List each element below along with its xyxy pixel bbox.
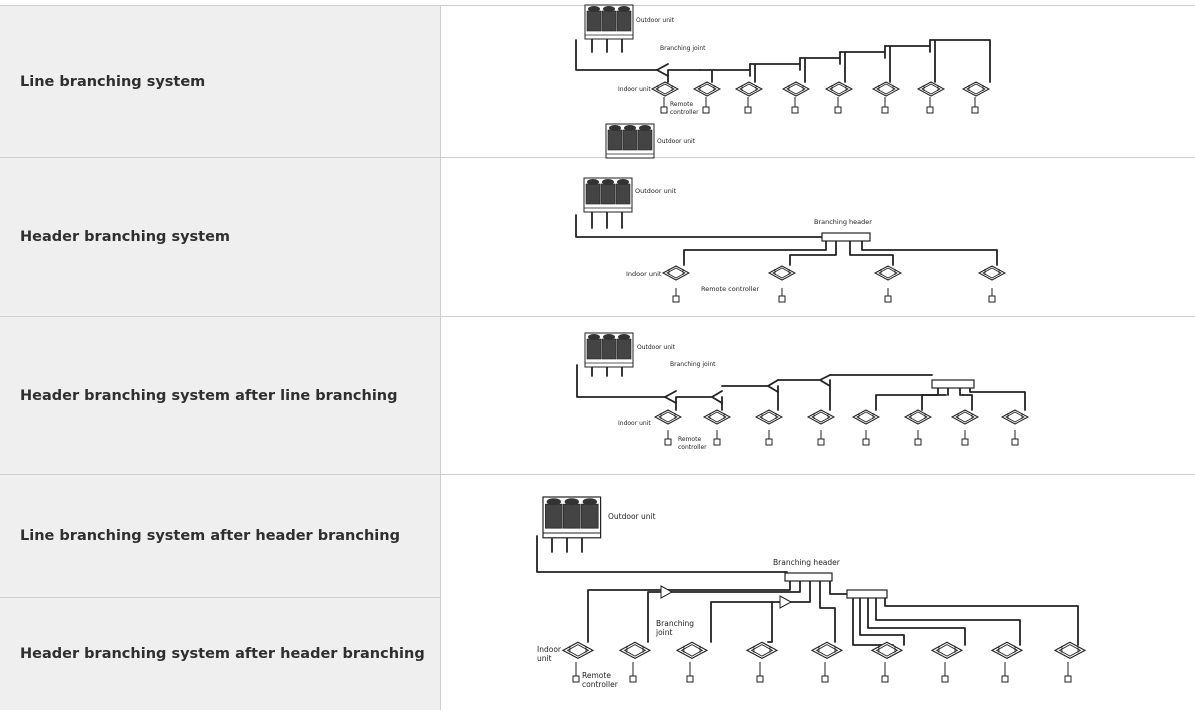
outdoor-unit-icon	[583, 177, 633, 213]
row-divider	[0, 474, 1195, 475]
label-branching-header: Branching header	[814, 218, 872, 226]
outdoor-unit-icon	[605, 123, 655, 159]
label-indoor: Indoor	[537, 645, 562, 654]
label-indoor-unit: Indoor unit	[618, 420, 651, 427]
row-title: Header branching system after header bra…	[20, 646, 425, 662]
indoor-unit-icon	[962, 81, 990, 97]
label-joint: joint	[655, 628, 673, 637]
label-branching-header: Branching header	[773, 558, 841, 567]
outdoor-unit-icon	[584, 4, 634, 40]
label-remote: Remote	[678, 436, 701, 443]
label-branching-joint: Branching joint	[670, 361, 716, 368]
indoor-unit-icon	[768, 265, 796, 281]
column-divider	[440, 5, 441, 710]
indoor-unit-icon	[654, 409, 682, 425]
label-remote: Remote	[582, 671, 611, 680]
indoor-unit-icon	[852, 409, 880, 425]
label-outdoor-unit: Outdoor unit	[635, 187, 677, 195]
row-label-header-after-header: Header branching system after header bra…	[0, 598, 440, 710]
indoor-unit-icon	[951, 409, 979, 425]
indoor-unit-icon	[782, 81, 810, 97]
row-label-line-after-header: Line branching system after header branc…	[0, 475, 440, 597]
row-divider	[0, 316, 1195, 317]
label-remote: Remote	[670, 101, 693, 108]
indoor-unit-icon	[931, 641, 963, 659]
indoor-unit-icon	[755, 409, 783, 425]
label-outdoor-unit: Outdoor unit	[637, 344, 676, 351]
row-title: Header branching system	[20, 229, 231, 245]
indoor-unit-icon	[991, 641, 1023, 659]
indoor-unit-icon	[978, 265, 1006, 281]
indoor-unit-icon	[904, 409, 932, 425]
label-outdoor-unit: Outdoor unit	[636, 17, 675, 24]
label-branching: Branching	[656, 619, 694, 628]
label-branching-joint: Branching joint	[660, 45, 706, 52]
row-divider	[0, 157, 1195, 158]
label-indoor-unit: Indoor unit	[626, 270, 662, 278]
label-remote-controller: Remote controller	[701, 285, 759, 293]
row-label-line-branching: Line branching system	[0, 6, 440, 157]
label-unit: unit	[537, 654, 552, 663]
indoor-unit-icon	[703, 409, 731, 425]
label-indoor-unit: Indoor unit	[618, 86, 651, 93]
indoor-unit-icon	[872, 81, 900, 97]
indoor-unit-icon	[874, 265, 902, 281]
label-controller: controller	[670, 109, 699, 116]
row-title: Header branching system after line branc…	[20, 387, 398, 404]
indoor-unit-icon	[735, 81, 763, 97]
indoor-unit-icon	[662, 265, 690, 281]
row-title: Line branching system after header branc…	[20, 528, 400, 544]
label-controller: controller	[582, 680, 619, 689]
label-controller: controller	[678, 444, 707, 451]
indoor-unit-icon	[693, 81, 721, 97]
indoor-unit-icon	[562, 641, 594, 659]
outdoor-unit-icon	[584, 332, 634, 368]
indoor-unit-icon	[651, 81, 679, 97]
outdoor-unit-icon	[542, 496, 602, 539]
indoor-unit-icon	[619, 641, 651, 659]
row-label-header-after-line: Header branching system after line branc…	[0, 317, 440, 474]
indoor-unit-icon	[917, 81, 945, 97]
indoor-unit-icon	[676, 641, 708, 659]
row-title: Line branching system	[20, 73, 206, 90]
indoor-unit-icon	[807, 409, 835, 425]
indoor-unit-icon	[1001, 409, 1029, 425]
indoor-unit-icon	[825, 81, 853, 97]
indoor-unit-icon	[746, 641, 778, 659]
indoor-unit-icon	[811, 641, 843, 659]
indoor-unit-icon	[1054, 641, 1086, 659]
label-outdoor-unit: Outdoor unit	[608, 512, 656, 521]
row-label-header-branching: Header branching system	[0, 158, 440, 316]
row-divider	[0, 597, 440, 598]
label-outdoor-unit: Outdoor unit	[657, 138, 696, 145]
